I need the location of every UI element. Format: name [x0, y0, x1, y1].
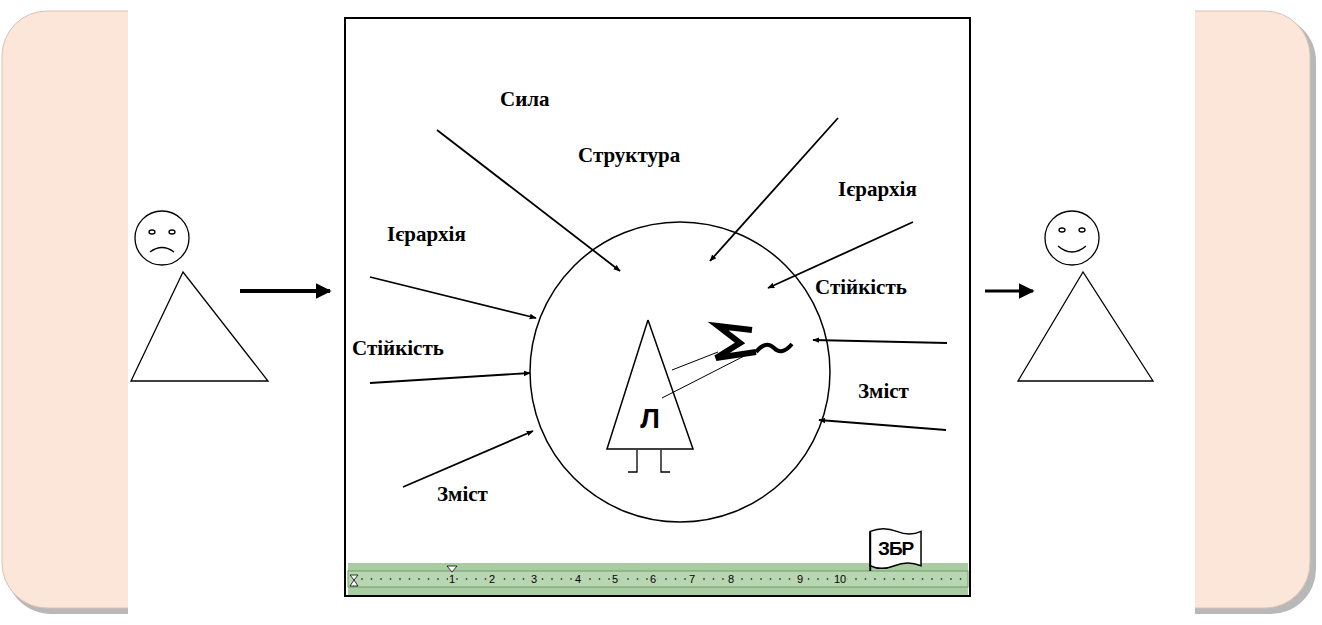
ruler-number: 6	[649, 573, 657, 585]
flag-text: ЗБР	[868, 538, 923, 560]
factor-label: Структура	[578, 143, 680, 167]
factor-label: Зміст	[437, 482, 488, 506]
happy-person	[1018, 211, 1153, 381]
sad-person	[131, 211, 268, 381]
factor-label: Ієрархія	[387, 222, 466, 246]
factor-label: Ієрархія	[838, 177, 917, 201]
ruler-number: 9	[796, 573, 804, 585]
output-arrow	[985, 290, 1033, 293]
flag-symbol: ЗБР	[868, 527, 923, 571]
factor-label: Сила	[500, 87, 550, 111]
ruler-number: 8	[727, 573, 735, 585]
personality-circle	[530, 222, 830, 522]
white-area	[128, 0, 1195, 625]
figure-legs	[628, 450, 670, 472]
factor-label: Стійкість	[352, 336, 444, 360]
ruler-number: 1	[448, 573, 456, 585]
ruler-number: 10	[833, 573, 847, 585]
figure-letter: Л	[605, 404, 695, 434]
ruler-number: 7	[688, 573, 696, 585]
ruler-number: 3	[530, 573, 538, 585]
frame	[345, 18, 970, 596]
factor-label: Зміст	[858, 379, 909, 403]
influence-arrows	[370, 118, 947, 487]
sigma-symbol	[662, 326, 792, 398]
person-triangle: Л	[605, 318, 695, 450]
ruler-number: 5	[611, 573, 619, 585]
ruler-number: 4	[574, 573, 582, 585]
input-arrow	[240, 289, 330, 293]
factor-label: Стійкість	[815, 275, 907, 299]
ruler-number: 2	[488, 573, 496, 585]
